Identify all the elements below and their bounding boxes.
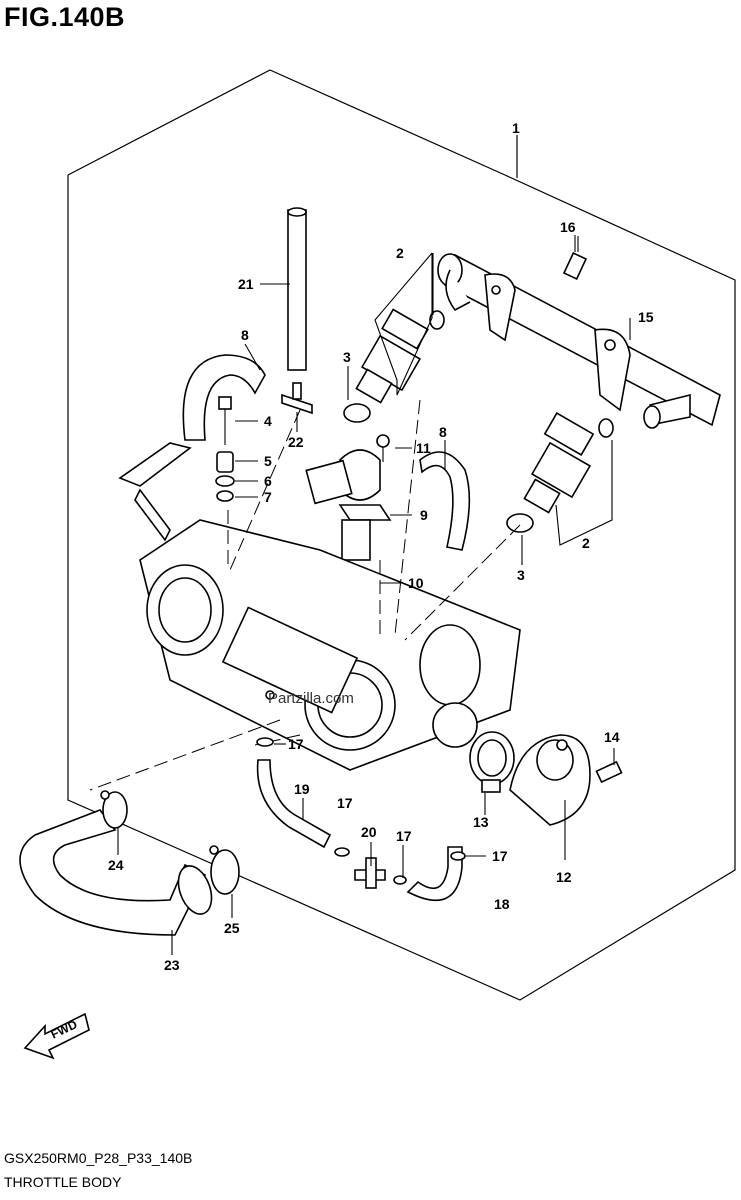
callout-2-upper: 2 (396, 245, 404, 261)
callout-5: 5 (264, 453, 272, 469)
callout-15: 15 (638, 309, 654, 325)
screw-11 (376, 434, 390, 462)
callout-1: 1 (512, 120, 520, 136)
callout-17-a: 17 (288, 736, 304, 752)
throttle-body (139, 519, 521, 771)
washer-6 (215, 475, 235, 487)
callout-12: 12 (556, 869, 572, 885)
clamp-24 (100, 790, 128, 829)
callout-2-lower: 2 (582, 535, 590, 551)
callout-13: 13 (473, 814, 489, 830)
figure-name: THROTTLE BODY (4, 1174, 122, 1190)
callout-8-right: 8 (439, 424, 447, 440)
cushion-seal-3-lower (506, 513, 534, 533)
callout-4: 4 (264, 413, 272, 429)
callout-17-d: 17 (492, 848, 508, 864)
callout-6: 6 (264, 473, 272, 489)
screw-14 (595, 760, 623, 784)
watermark: Partzilla.com (268, 690, 354, 707)
throttle-position-sensor-12 (509, 734, 591, 826)
clamp-25 (209, 845, 240, 895)
o-ring-13 (469, 731, 515, 793)
callout-21: 21 (238, 276, 254, 292)
clamp-17-c (393, 875, 407, 885)
callout-9: 9 (420, 507, 428, 523)
intake-hose-23 (19, 809, 213, 936)
callout-22: 22 (288, 434, 304, 450)
o-ring-7 (216, 490, 234, 502)
joint-20 (354, 857, 386, 889)
callout-7: 7 (264, 489, 272, 505)
figure-title: FIG.140B (4, 2, 126, 32)
callout-17-b: 17 (337, 795, 353, 811)
callouts: 1 2 2 3 3 4 5 6 7 8 8 9 10 11 12 13 14 1… (108, 120, 654, 973)
hose-19 (256, 759, 332, 849)
assembly-outline (67, 69, 736, 1001)
t-joint-22 (281, 382, 313, 415)
clamp-17-b (334, 847, 350, 857)
cushion-seal-3-upper (343, 403, 371, 423)
callout-18: 18 (494, 896, 510, 912)
hose-8-right (419, 451, 471, 551)
hose-8-left (182, 354, 266, 441)
guide-lines (89, 399, 521, 791)
callout-19: 19 (294, 781, 310, 797)
callout-17-c: 17 (396, 828, 412, 844)
leader-lines (117, 236, 631, 955)
callout-23: 23 (164, 957, 180, 973)
callout-24: 24 (108, 857, 124, 873)
screw-16 (562, 235, 588, 280)
sensor-9 (305, 449, 392, 561)
fuel-delivery-pipe (437, 253, 721, 429)
callout-8-left: 8 (241, 327, 249, 343)
drawing-code: GSX250RM0_P28_P33_140B (4, 1150, 193, 1166)
fuel-injector-upper (355, 252, 445, 404)
spring-5 (216, 451, 234, 473)
callout-20: 20 (361, 824, 377, 840)
clamp-17-a (256, 737, 274, 747)
callout-10: 10 (408, 575, 424, 591)
callout-3-lower: 3 (517, 567, 525, 583)
callout-25: 25 (224, 920, 240, 936)
hose-18 (406, 846, 463, 902)
clamp-17-d (450, 851, 466, 861)
fwd-arrow-icon: FWD (23, 1012, 90, 1060)
callout-14: 14 (604, 729, 620, 745)
fuel-injector-lower (523, 412, 614, 546)
hose-21 (287, 207, 307, 371)
callout-11: 11 (416, 440, 431, 456)
callout-16: 16 (560, 219, 576, 235)
screw-4 (218, 396, 232, 445)
bracket-left (118, 442, 192, 542)
callout-3-upper: 3 (343, 349, 351, 365)
